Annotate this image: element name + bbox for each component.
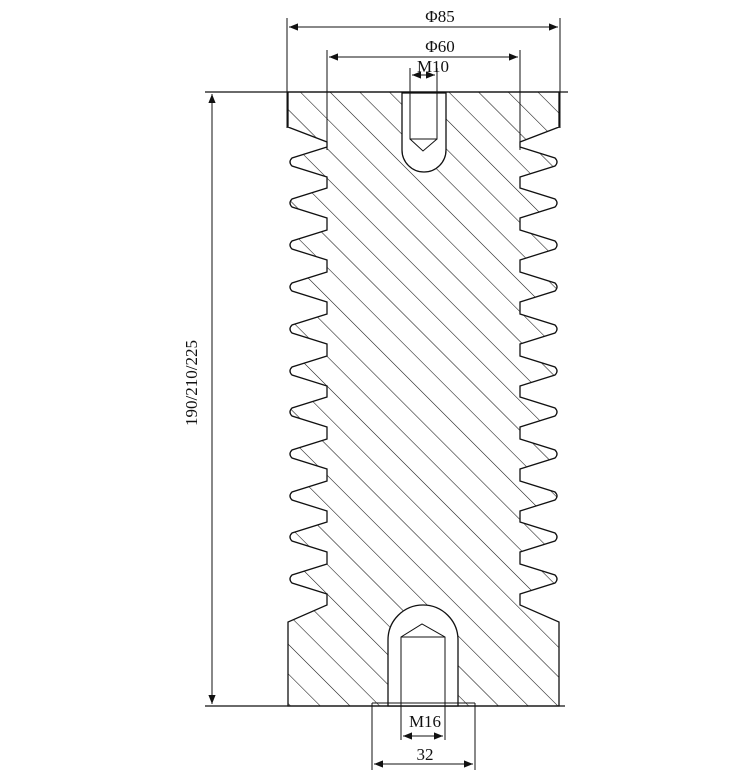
outer-diameter-dimension: Φ85 bbox=[286, 7, 561, 128]
height-dimension: 190/210/225 bbox=[182, 94, 216, 704]
base-width-label: 32 bbox=[417, 745, 434, 764]
insulator-body bbox=[287, 91, 560, 707]
inner-diameter-label: Φ60 bbox=[425, 37, 454, 56]
bottom-threaded-hole bbox=[387, 604, 459, 707]
top-threaded-hole bbox=[401, 92, 447, 173]
top-thread-dimension: M10 bbox=[409, 57, 449, 93]
outer-diameter-label: Φ85 bbox=[425, 7, 454, 26]
height-label: 190/210/225 bbox=[182, 340, 201, 426]
base-dimensions: M16 32 bbox=[371, 702, 476, 770]
bottom-thread-label: M16 bbox=[409, 712, 441, 731]
inner-diameter-dimension: Φ60 bbox=[326, 37, 521, 150]
top-thread-label: M10 bbox=[417, 57, 449, 76]
